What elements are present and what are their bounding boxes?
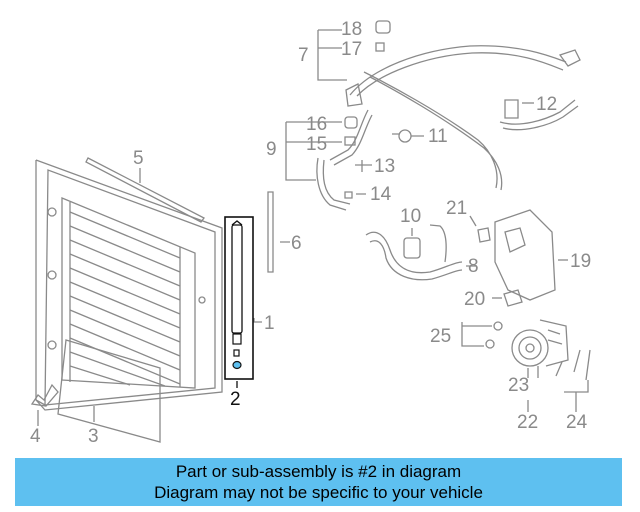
callout-24: 24 (566, 412, 588, 433)
callout-23: 23 (508, 375, 529, 396)
callout-21: 21 (446, 198, 467, 219)
condenser-panel (35, 159, 223, 411)
callout-4: 4 (30, 426, 41, 447)
callout-19: 19 (570, 251, 591, 272)
info-banner: Part or sub-assembly is #2 in diagram Di… (15, 458, 622, 506)
callout-18: 18 (341, 19, 362, 40)
callout-12: 12 (536, 94, 557, 115)
part-21 (477, 227, 491, 243)
callout-6: 6 (291, 233, 302, 254)
banner-line-2: Diagram may not be specific to your vehi… (154, 483, 483, 502)
callout-14: 14 (370, 184, 392, 205)
callout-2: 2 (230, 389, 241, 410)
seal-strip-6 (267, 191, 274, 273)
callout-13: 13 (374, 156, 395, 177)
bracket-4 (30, 383, 59, 407)
hose-assembly-9 (316, 157, 351, 211)
callout-9: 9 (266, 139, 277, 160)
callout-25: 25 (430, 326, 451, 347)
callout-8: 8 (468, 256, 479, 277)
callout-3: 3 (88, 426, 99, 447)
part-20 (503, 289, 523, 307)
callout-11: 11 (428, 126, 448, 147)
seal-strip-5 (85, 157, 205, 223)
callout-16: 16 (306, 114, 327, 135)
compressor (511, 319, 569, 367)
callout-15: 15 (306, 134, 327, 155)
banner-line-1: Part or sub-assembly is #2 in diagram (175, 462, 462, 481)
plate-3 (57, 339, 161, 443)
callout-10: 10 (400, 206, 421, 227)
hose-assembly-7 (349, 45, 567, 97)
callout-20: 20 (464, 289, 485, 310)
receiver-drier-highlight (224, 216, 254, 388)
callout-1: 1 (264, 313, 275, 334)
callout-17: 17 (341, 39, 362, 60)
callout-7: 7 (298, 45, 309, 66)
condenser-core (47, 197, 206, 389)
hose-assembly-8 (365, 231, 463, 281)
callout-5: 5 (133, 148, 144, 169)
bracket-19 (494, 209, 556, 301)
callout-22: 22 (517, 412, 538, 433)
